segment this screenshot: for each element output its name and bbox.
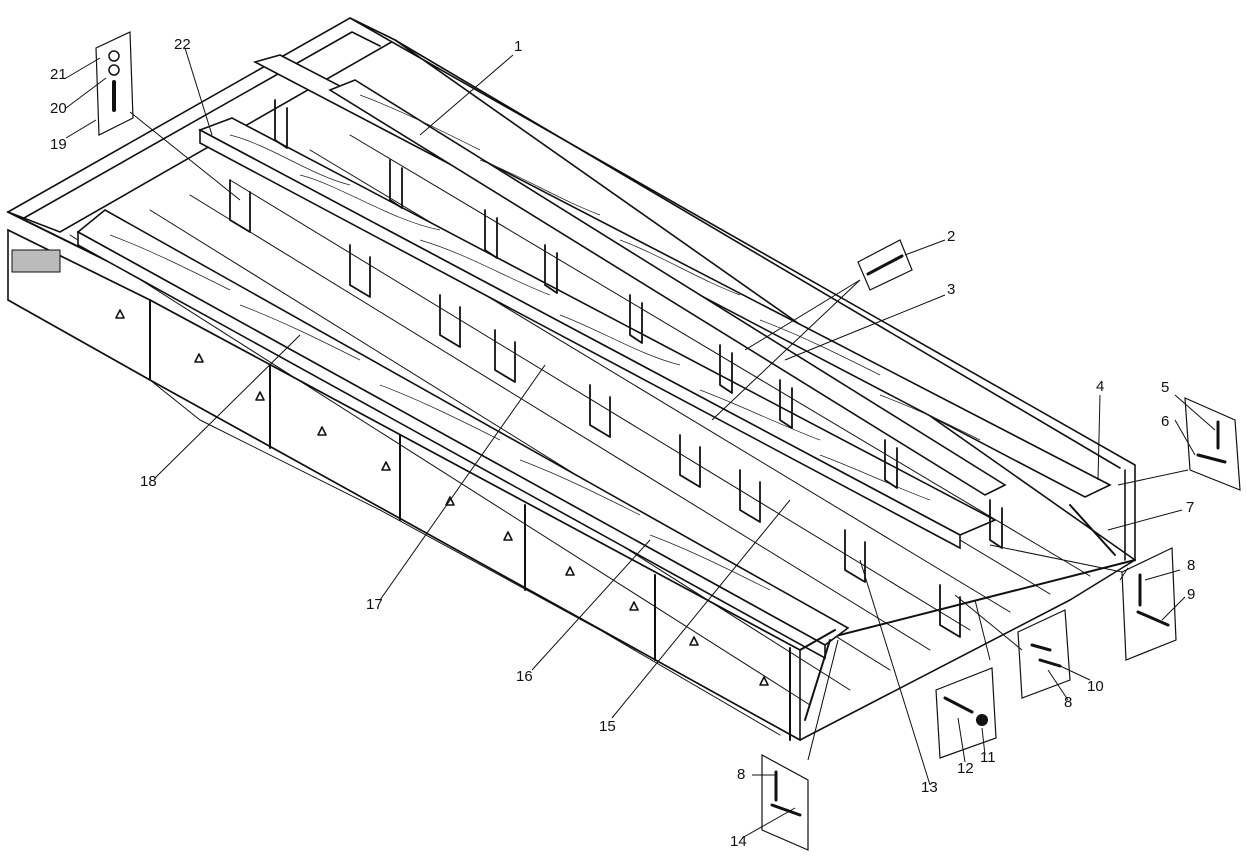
side-wall-ribs: [149, 299, 791, 741]
callout-12: 12: [957, 760, 974, 777]
rear-braces: [799, 504, 1116, 721]
leader-lines: [65, 47, 1216, 839]
callout-5: 5: [1161, 379, 1169, 396]
callout-labels: 1 2 3 4 5 6 7 8 9 10 8 11 12 13 8 14 15 …: [50, 36, 1195, 850]
inset-8-14: [761, 753, 809, 851]
callout-9: 9: [1187, 586, 1195, 603]
callout-8-a: 8: [1187, 557, 1195, 574]
callout-17: 17: [366, 596, 383, 613]
latch-block: [11, 249, 61, 273]
callout-19: 19: [50, 136, 67, 153]
inset-2: [857, 239, 913, 291]
callout-7: 7: [1186, 499, 1194, 516]
callout-8-c: 8: [737, 766, 745, 783]
inset-8-10: [1017, 609, 1071, 699]
callout-20: 20: [50, 100, 67, 117]
callout-11: 11: [980, 749, 996, 766]
inset-19-21: [95, 31, 134, 136]
bench-brackets: [229, 99, 1003, 638]
callout-2: 2: [947, 228, 955, 245]
callout-15: 15: [599, 718, 616, 735]
callout-3: 3: [947, 281, 955, 298]
callout-4: 4: [1096, 378, 1104, 395]
callout-22: 22: [174, 36, 191, 53]
truck-bed: [6, 17, 1136, 742]
callout-14: 14: [730, 833, 747, 850]
callout-10: 10: [1087, 678, 1104, 695]
bench-board-left: [76, 209, 850, 660]
bench-board-center-upper: [198, 117, 997, 550]
inset-8-9: [1121, 547, 1177, 661]
callout-18: 18: [140, 473, 157, 490]
callout-16: 16: [516, 668, 533, 685]
callout-1: 1: [514, 38, 522, 55]
bench-board-right: [252, 54, 1112, 498]
callout-6: 6: [1161, 413, 1169, 430]
inset-11-12: [935, 667, 997, 759]
rope-hooks: [115, 309, 769, 686]
inset-5-6: [1184, 397, 1241, 491]
callout-8-b: 8: [1064, 694, 1072, 711]
callout-13: 13: [921, 779, 938, 796]
callout-21: 21: [50, 66, 67, 83]
